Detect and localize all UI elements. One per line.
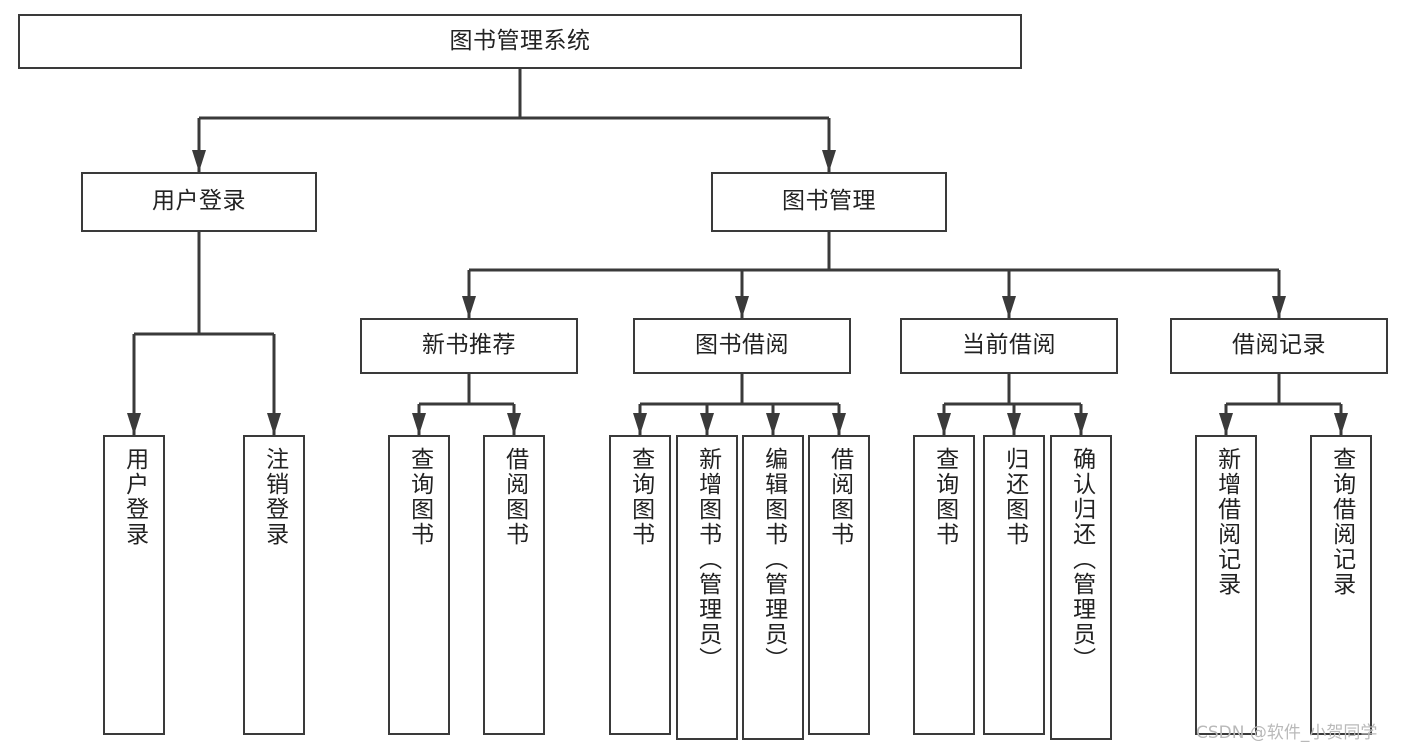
- node-root[interactable]: 图书管理系统: [18, 14, 1022, 69]
- arrowhead-icon: [127, 413, 141, 435]
- node-label: 借阅记录: [1232, 332, 1326, 359]
- node-borrow-record[interactable]: 借阅记录: [1170, 318, 1388, 374]
- node-leaf-edit-book[interactable]: 编辑图书（管理员）: [742, 435, 804, 740]
- node-label: 图书管理系统: [449, 27, 591, 54]
- node-leaf-query-book-2[interactable]: 查询图书: [609, 435, 671, 735]
- node-leaf-add-record[interactable]: 新增借阅记录: [1195, 435, 1257, 735]
- node-label: 新增借阅记录: [1213, 447, 1240, 597]
- arrowhead-icon: [937, 413, 951, 435]
- node-label: 图书管理: [782, 188, 876, 215]
- node-user-login[interactable]: 用户登录: [81, 172, 317, 232]
- arrowhead-icon: [700, 413, 714, 435]
- node-label: 确认归还（管理员）: [1068, 447, 1095, 672]
- node-label: 查询图书: [406, 447, 433, 547]
- node-label: 编辑图书（管理员）: [760, 447, 787, 672]
- node-label: 注销登录: [261, 447, 288, 547]
- arrowhead-icon: [832, 413, 846, 435]
- arrowhead-icon: [1007, 413, 1021, 435]
- node-label: 用户登录: [152, 188, 246, 215]
- node-leaf-logout[interactable]: 注销登录: [243, 435, 305, 735]
- node-label: 查询图书: [627, 447, 654, 547]
- node-label: 新增图书（管理员）: [694, 447, 721, 672]
- node-label: 当前借阅: [962, 332, 1056, 359]
- arrowhead-icon: [267, 413, 281, 435]
- node-label: 图书借阅: [695, 332, 789, 359]
- arrowhead-icon: [1002, 296, 1016, 318]
- node-leaf-query-book-3[interactable]: 查询图书: [913, 435, 975, 735]
- arrowhead-icon: [1219, 413, 1233, 435]
- node-label: 归还图书: [1001, 447, 1028, 547]
- node-label: 用户登录: [121, 447, 148, 547]
- node-leaf-borrow-book-2[interactable]: 借阅图书: [808, 435, 870, 735]
- node-leaf-borrow-book-1[interactable]: 借阅图书: [483, 435, 545, 735]
- node-leaf-user-login[interactable]: 用户登录: [103, 435, 165, 735]
- node-leaf-confirm-return[interactable]: 确认归还（管理员）: [1050, 435, 1112, 740]
- node-label: 查询图书: [931, 447, 958, 547]
- node-book-manage[interactable]: 图书管理: [711, 172, 947, 232]
- node-leaf-query-record[interactable]: 查询借阅记录: [1310, 435, 1372, 735]
- node-label: 借阅图书: [826, 447, 853, 547]
- arrowhead-icon: [507, 413, 521, 435]
- node-current-borrow[interactable]: 当前借阅: [900, 318, 1118, 374]
- arrowhead-icon: [735, 296, 749, 318]
- node-leaf-query-book-1[interactable]: 查询图书: [388, 435, 450, 735]
- arrowhead-icon: [462, 296, 476, 318]
- node-leaf-add-book[interactable]: 新增图书（管理员）: [676, 435, 738, 740]
- arrowhead-icon: [1074, 413, 1088, 435]
- arrowhead-icon: [192, 150, 206, 172]
- arrowhead-icon: [1334, 413, 1348, 435]
- node-book-borrow[interactable]: 图书借阅: [633, 318, 851, 374]
- arrowhead-icon: [766, 413, 780, 435]
- arrowhead-icon: [822, 150, 836, 172]
- node-label: 借阅图书: [501, 447, 528, 547]
- node-label: 查询借阅记录: [1328, 447, 1355, 597]
- arrowhead-icon: [1272, 296, 1286, 318]
- node-label: 新书推荐: [422, 332, 516, 359]
- node-new-book-rec[interactable]: 新书推荐: [360, 318, 578, 374]
- arrowhead-icon: [633, 413, 647, 435]
- node-leaf-return-book[interactable]: 归还图书: [983, 435, 1045, 735]
- arrowhead-icon: [412, 413, 426, 435]
